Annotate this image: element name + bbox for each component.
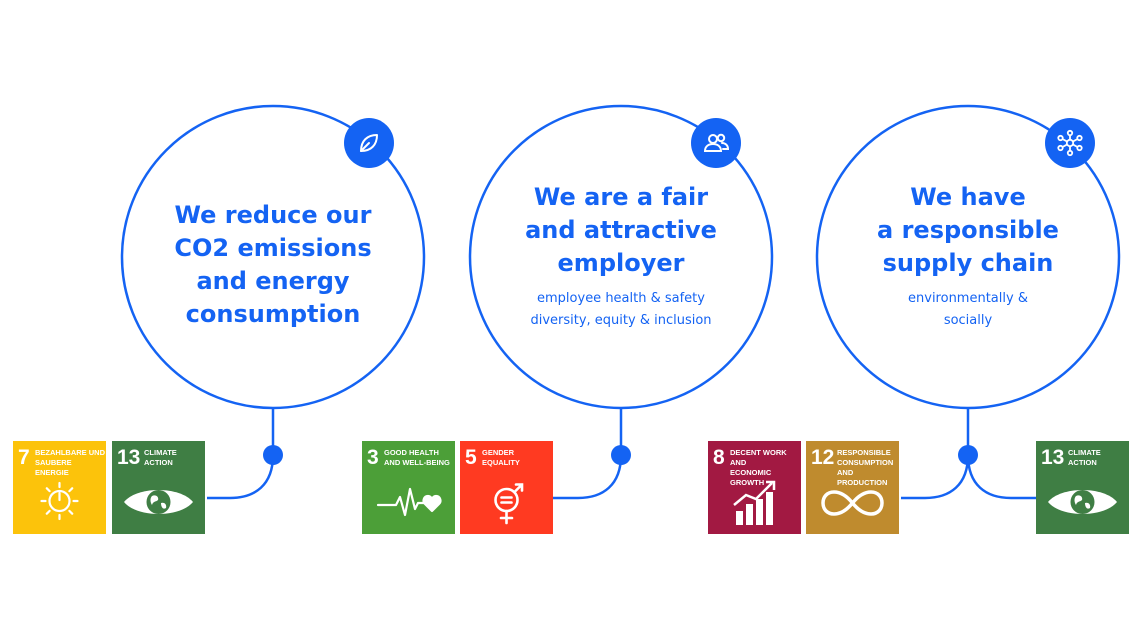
growth-chart-icon [733, 480, 776, 525]
sdg-label: CLIMATE ACTION [1068, 448, 1101, 467]
sdg-tile-5: 5 GENDER EQUALITY [460, 441, 553, 534]
pillar-3-text: We have a responsible supply chain envir… [838, 181, 1098, 332]
sdg-label: RESPONSIBLE CONSUMPTION AND PRODUCTION [837, 448, 894, 487]
connector-1 [207, 408, 275, 500]
sdg-number: 13 [117, 446, 141, 469]
junction-node-1 [263, 445, 283, 465]
pillar-2-subtitle-line: employee health & safety [537, 291, 705, 306]
pillar-3-title: We have a responsible supply chain [838, 181, 1098, 280]
heartbeat-icon [376, 487, 442, 517]
sdg-number: 7 [18, 446, 30, 469]
pillar-1-title-line: consumption [185, 300, 361, 328]
network-icon [1045, 118, 1095, 168]
pillar-1-title-line: and energy [196, 267, 350, 295]
sdg-number: 8 [713, 446, 725, 469]
sdg-tile-13: 13 CLIMATE ACTION [1036, 441, 1129, 534]
pillar-3-title-line: We have [910, 183, 1026, 211]
sdg-label: CLIMATE ACTION [144, 448, 177, 467]
sdg-tile-8: 8 DECENT WORK AND ECONOMIC GROWTH [708, 441, 801, 534]
sdg-label: GENDER EQUALITY [482, 448, 520, 467]
eye-globe-icon [124, 490, 193, 514]
pillar-3-title-line: a responsible [877, 216, 1059, 244]
sdg-tile-7: 7 BEZAHLBARE UND SAUBERE ENERGIE [13, 441, 106, 534]
sdg-tile-12: 12 RESPONSIBLE CONSUMPTION AND PRODUCTIO… [806, 441, 899, 534]
sdg-label: BEZAHLBARE UND SAUBERE ENERGIE [35, 448, 105, 477]
infinity-icon [821, 490, 884, 516]
pillar-1-title-line: We reduce our [174, 201, 372, 229]
pillar-3-subtitle-line: environmentally & [908, 291, 1028, 306]
pillar-2-title: We are a fair and attractive employer [491, 181, 751, 280]
sdg-number: 13 [1041, 446, 1065, 469]
pillar-2-title-line: and attractive [525, 216, 717, 244]
pillar-2-title-line: employer [557, 249, 685, 277]
gender-equality-icon [494, 483, 524, 525]
connector-2 [553, 408, 623, 500]
pillar-1-title-line: CO2 emissions [174, 234, 372, 262]
pillar-3-title-line: supply chain [882, 249, 1054, 277]
sun-power-icon [40, 481, 79, 521]
sdg-number: 3 [367, 446, 379, 469]
sdg-number: 5 [465, 446, 477, 469]
pillar-1-title: We reduce our CO2 emissions and energy c… [143, 199, 403, 331]
pillar-1-text: We reduce our CO2 emissions and energy c… [143, 199, 403, 331]
pillar-3-subtitle: environmentally & socially [838, 288, 1098, 332]
connector-3-left [901, 408, 970, 500]
sdg-number: 12 [811, 446, 835, 469]
leaf-icon [344, 118, 394, 168]
people-icon [691, 118, 741, 168]
sdg-tile-13: 13 CLIMATE ACTION [112, 441, 205, 534]
eye-globe-icon [1048, 490, 1117, 514]
junction-node-2 [611, 445, 631, 465]
pillar-2-text: We are a fair and attractive employer em… [491, 181, 751, 332]
pillar-3-subtitle-line: socially [943, 313, 993, 328]
sdg-label: DECENT WORK AND ECONOMIC GROWTH [730, 448, 787, 487]
junction-node-3 [958, 445, 978, 465]
connector-3-right [966, 454, 1036, 500]
sdg-label: GOOD HEALTH AND WELL-BEING [384, 448, 450, 467]
pillar-2-subtitle: employee health & safety diversity, equi… [491, 288, 751, 332]
pillar-2-subtitle-line: diversity, equity & inclusion [530, 313, 712, 328]
pillar-2-title-line: We are a fair [533, 183, 709, 211]
sdg-tile-3: 3 GOOD HEALTH AND WELL-BEING [362, 441, 455, 534]
